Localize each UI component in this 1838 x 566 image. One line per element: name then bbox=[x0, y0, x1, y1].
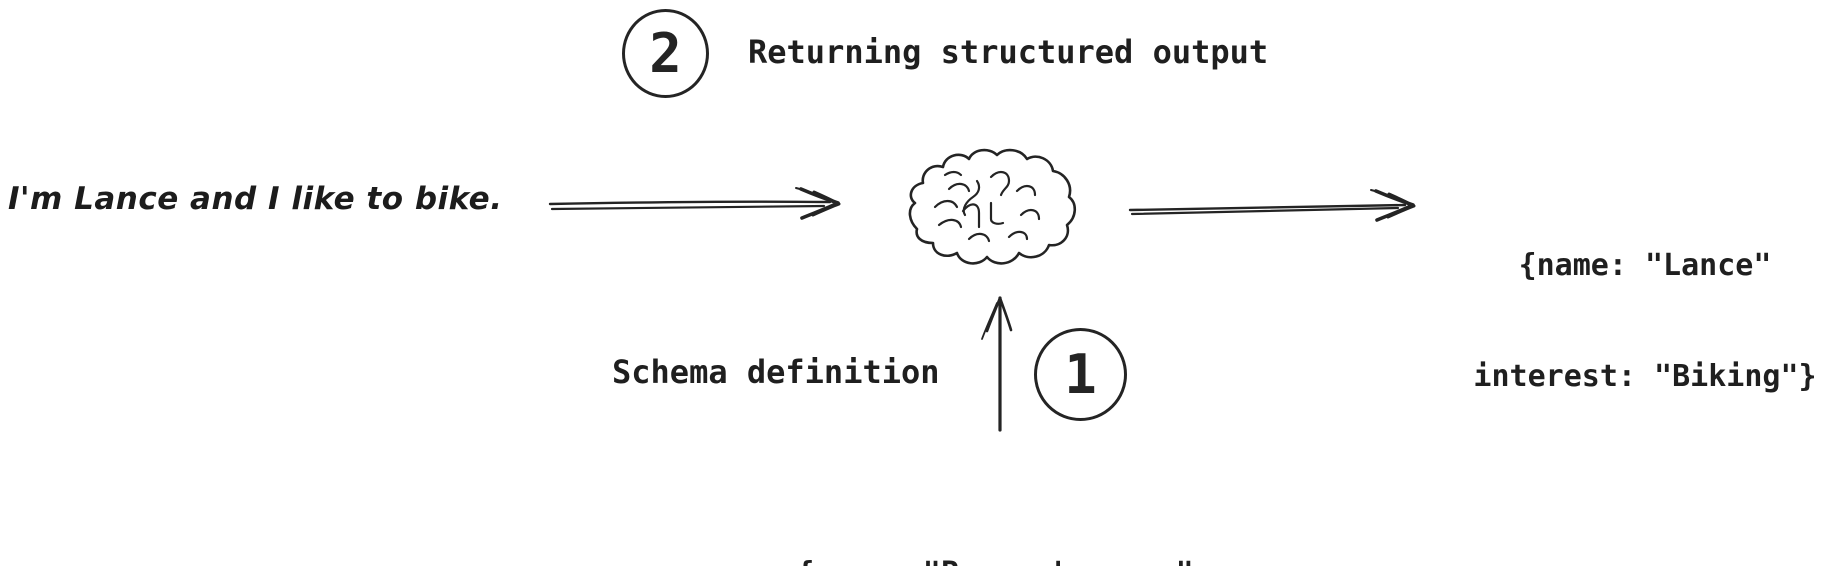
output-json-line1: {name: "Lance" bbox=[1518, 248, 1772, 283]
input-arrow-icon bbox=[548, 187, 841, 220]
schema-json-block: {name: "Person's name" interest: "Person… bbox=[655, 479, 1335, 566]
schema-arrow-icon bbox=[981, 296, 1013, 432]
input-sentence: I'm Lance and I like to bike. bbox=[8, 181, 503, 217]
brain-icon bbox=[908, 148, 1077, 265]
schema-definition-label: Schema definition bbox=[612, 353, 940, 391]
step-1-number: 1 bbox=[1064, 343, 1097, 406]
output-arrow-icon bbox=[1128, 189, 1416, 222]
step-2-badge: 2 bbox=[622, 9, 709, 98]
step-1-badge: 1 bbox=[1034, 328, 1127, 421]
output-json-line2: interest: "Biking"} bbox=[1473, 359, 1817, 394]
diagram-title: Returning structured output bbox=[748, 33, 1269, 71]
output-json-block: {name: "Lance" interest: "Biking"} bbox=[1445, 173, 1838, 469]
step-2-number: 2 bbox=[649, 22, 682, 85]
schema-json-line1: {name: "Person's name" bbox=[655, 555, 1335, 566]
